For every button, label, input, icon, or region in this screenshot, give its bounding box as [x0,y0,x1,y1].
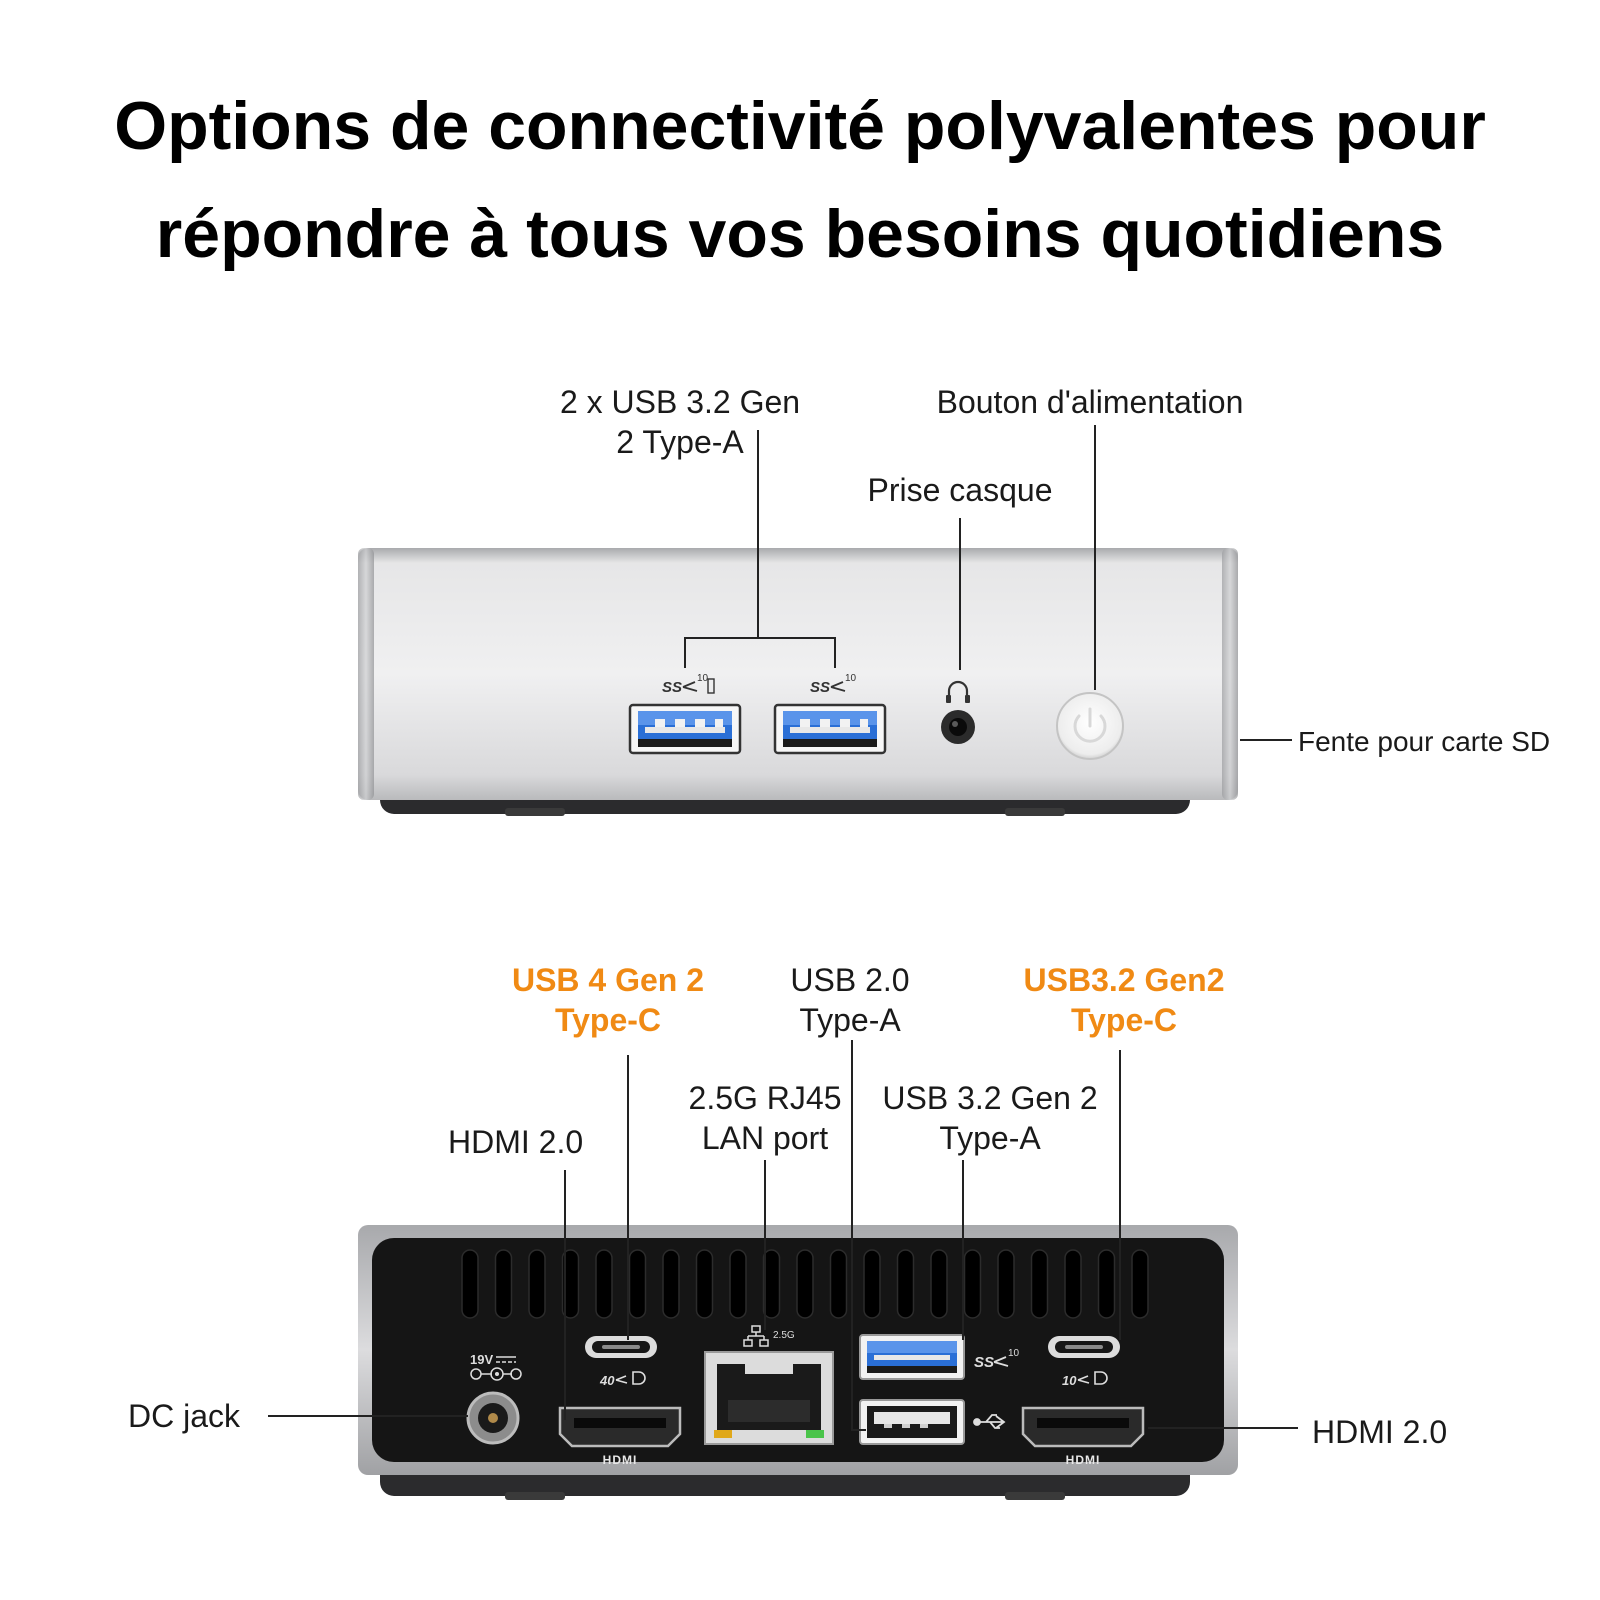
ss10-icon: SS 10 [810,673,857,696]
front-side-left [358,548,374,800]
vent-slot [963,1249,982,1319]
ss-number: 10 [845,673,857,684]
vent-slot [1030,1249,1049,1319]
ss-text: SS [810,679,830,696]
usb4-type-c-label: USB 4 Gen 2 Type-C [488,960,728,1040]
vent-slot [561,1249,580,1319]
vent-slot [662,1249,680,1319]
usb20-label-line1: USB 2.0 [790,962,910,998]
power-icon [1073,707,1107,743]
vent-slot [896,1249,915,1319]
vent-slot [528,1249,546,1319]
lan-port-label: 2.5G RJ45 LAN port [640,1078,890,1158]
usb-a-front-label-line1: 2 x USB 3.2 Gen [559,384,801,420]
vent-slot [863,1249,881,1319]
usb32-type-a-rear-label: USB 3.2 Gen 2 Type-A [860,1078,1120,1158]
usb20-type-a-label: USB 2.0 Type-A [740,960,960,1040]
hdmi-left-port: HDMI [558,1406,682,1467]
hdmi-left-label: HDMI 2.0 [448,1124,584,1160]
front-usb-a-right-port [773,703,887,755]
front-leader-lines [684,425,1292,741]
thunderbolt-40-icon: 40 [599,1371,646,1388]
usb-a-front-label: 2 x USB 3.2 Gen 2 Type-A [520,382,840,462]
usb-icon [973,1414,1006,1429]
vent-slot [930,1249,948,1319]
vent-slot [796,1249,814,1319]
vent-slot [997,1249,1015,1319]
lan-label-line2: LAN port [701,1120,829,1156]
dc-jack-port [466,1391,520,1445]
usb32-type-c-port [1048,1336,1120,1358]
rear-device: 19V HDMI 40 [268,1040,1298,1500]
dc-polarity-icon: 19V [470,1352,522,1381]
c10-text: 10 [1062,1373,1077,1388]
vent-slot [461,1249,479,1319]
vent-slot [1064,1249,1082,1319]
voltage-text: 19V [470,1352,493,1367]
vent-slot [628,1249,647,1319]
hdmi-right-port: HDMI [1021,1406,1145,1467]
hdmi-right-label: HDMI 2.0 [1312,1414,1448,1450]
hdmi-logo-right: HDMI [1066,1453,1101,1467]
sd-slot-label: Fente pour carte SD [1298,726,1551,757]
ss10-icon: SS 10 [662,673,715,696]
rear-leader-lines [268,1040,1298,1431]
ss10-icon: SS 10 [974,1348,1020,1371]
hdmi-logo-left: HDMI [603,1453,638,1467]
usb-a-front-label-line2: 2 Type-A [616,424,744,460]
vent-slot [494,1249,513,1319]
vent-slot [595,1249,613,1319]
usb4-type-c-port [585,1336,657,1358]
front-device: SS 10 SS 10 [358,425,1292,816]
headphone-icon [946,680,970,703]
usb4-label-line1: USB 4 Gen 2 [511,962,705,998]
front-side-right [1222,548,1238,800]
vent-slot [1097,1249,1116,1319]
usb32c-label-line2: Type-C [1070,1002,1178,1038]
vent-slot [695,1249,714,1319]
lan-speed-text: 2.5G [773,1330,795,1341]
page-title-line1: Options de connectivité polyvalentes pou… [114,88,1486,164]
usb32-type-a-rear-port [859,1334,965,1380]
usb32-type-c-label: USB3.2 Gen2 Type-C [1004,960,1244,1040]
usb20-type-a-port [859,1399,965,1445]
vent-slot [762,1249,781,1319]
lan-icon: 2.5G [743,1325,795,1347]
ss-number: 10 [697,673,709,684]
ss-number: 10 [1008,1348,1020,1359]
headphone-jack-port [941,710,975,744]
power-button-label: Bouton d'alimentation [936,384,1244,420]
ss-text: SS [662,679,682,696]
front-body [358,548,1238,800]
front-foot-left [505,808,565,816]
ss-text: SS [974,1354,994,1371]
headphone-jack-label: Prise casque [867,472,1053,508]
page-title-line2: répondre à tous vos besoins quotidiens [155,196,1445,272]
power-button [1056,692,1124,760]
rear-foot-right [1005,1492,1065,1500]
usb20-label-line2: Type-A [799,1002,901,1038]
usb32c-label-line1: USB3.2 Gen2 [1023,962,1225,998]
front-foot-right [1005,808,1065,816]
lan-label-line1: 2.5G RJ45 [688,1080,842,1116]
rj45-port [704,1351,834,1445]
front-usb-a-left-port [628,703,742,755]
vent-slot [829,1249,848,1319]
usb-c-10-icon: 10 [1062,1371,1108,1388]
vent-slots [461,1249,1149,1319]
vent-slot [729,1249,747,1319]
usb32a-label-line1: USB 3.2 Gen 2 [882,1080,1098,1116]
dc-jack-label: DC jack [128,1398,241,1434]
rear-foot-left [505,1492,565,1500]
c40-text: 40 [599,1373,615,1388]
usb32a-label-line2: Type-A [939,1120,1041,1156]
usb4-label-line2: Type-C [554,1002,662,1038]
vent-slot [1131,1249,1149,1319]
